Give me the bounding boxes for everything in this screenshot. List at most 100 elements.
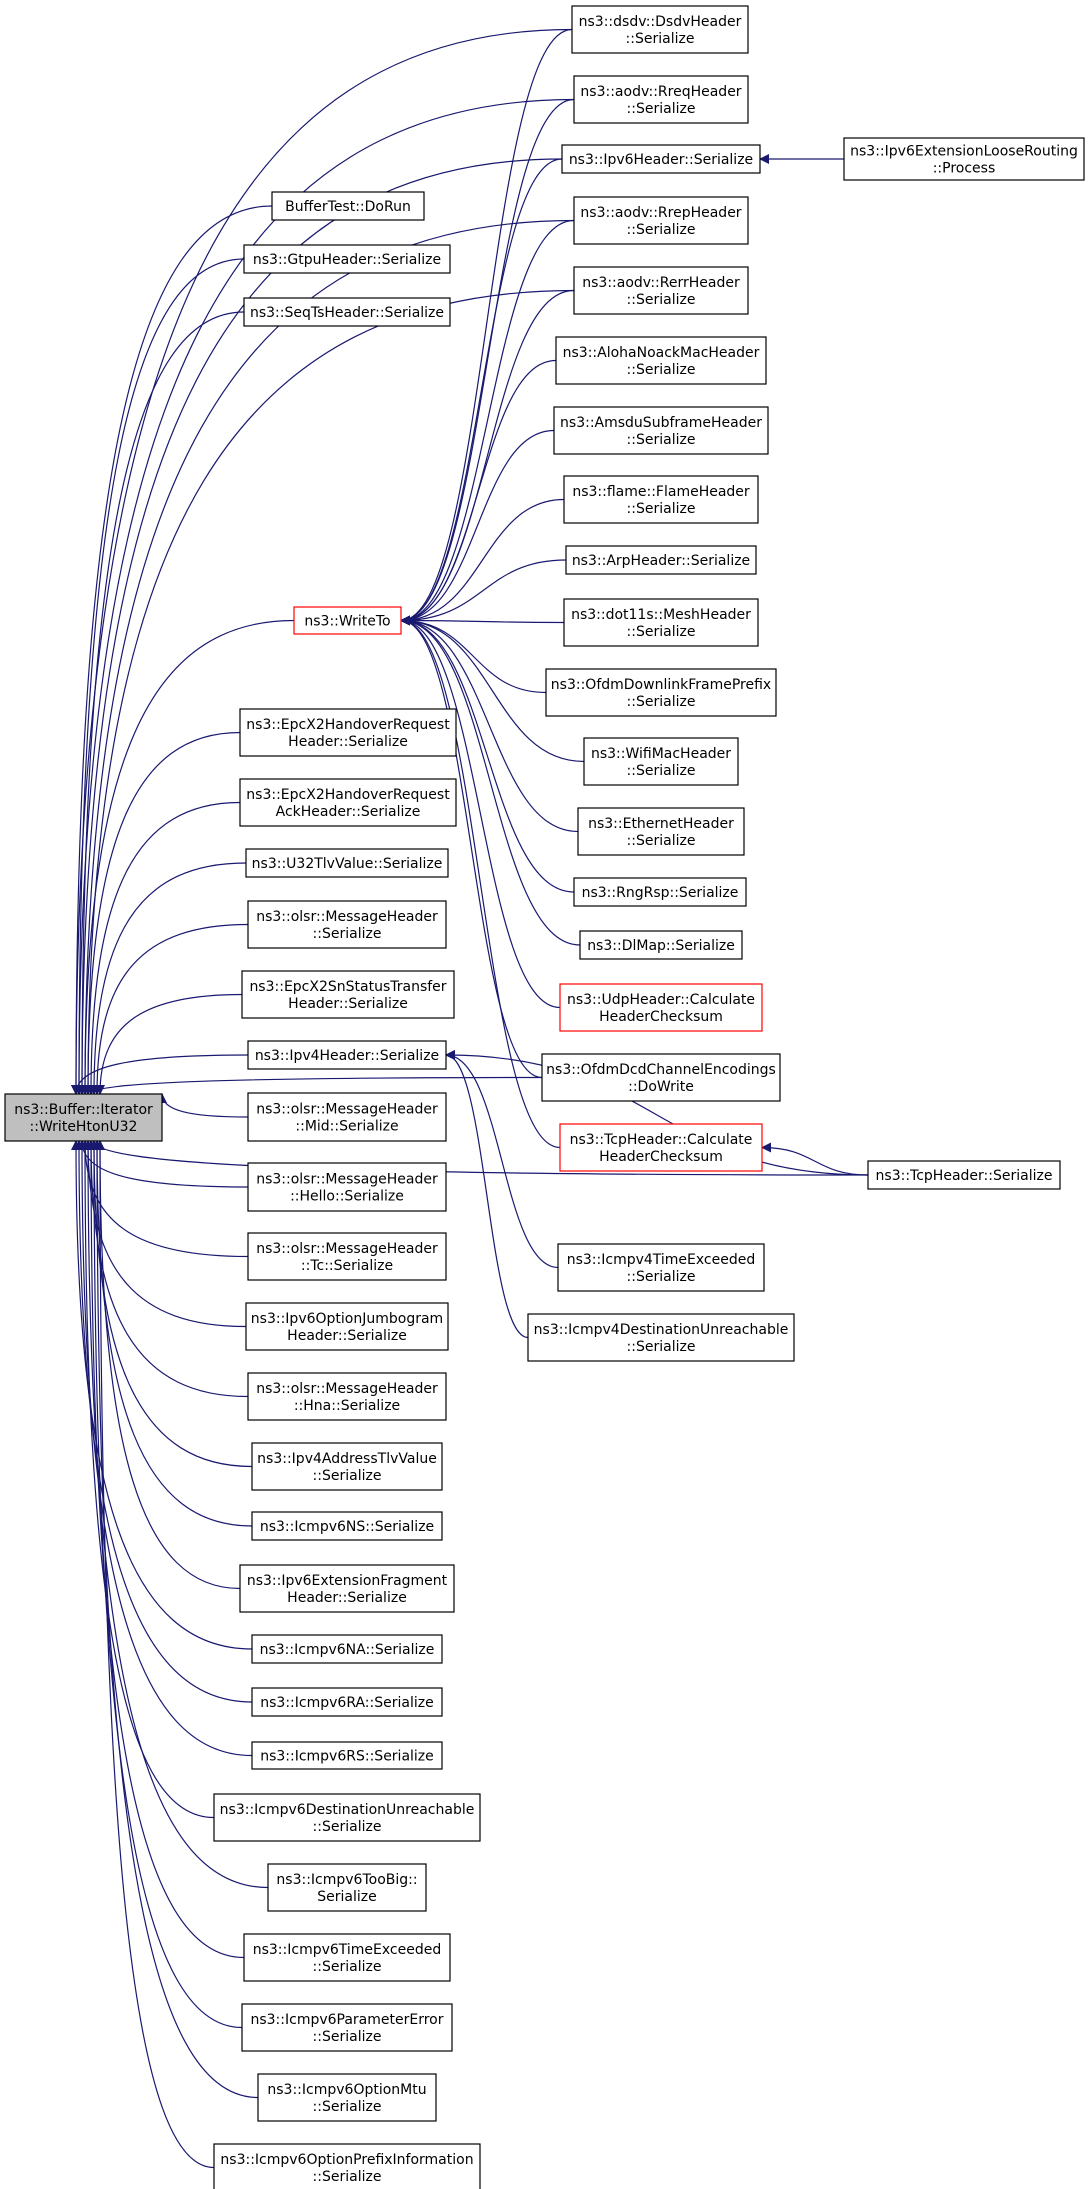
node-icmpns[interactable]: ns3::Icmpv6NS::Serialize: [251, 1511, 443, 1541]
node-aodvrrep[interactable]: ns3::aodv::RrepHeader::Serialize: [573, 196, 749, 245]
edge-olsrhello-to-root: [77, 1140, 249, 1188]
node-icmp4dest[interactable]: ns3::Icmpv4DestinationUnreachable::Seria…: [527, 1313, 795, 1362]
node-label: ns3::U32TlvValue::Serialize: [252, 856, 443, 872]
node-box: [555, 336, 767, 385]
node-label: ns3::UdpHeader::Calculate: [567, 992, 755, 1008]
node-box: [4, 1093, 163, 1142]
node-ipv4tlv[interactable]: ns3::Ipv4AddressTlvValue::Serialize: [251, 1442, 443, 1491]
node-box: [239, 708, 457, 757]
node-box: [553, 406, 769, 455]
node-label: ns3::SeqTsHeader::Serialize: [250, 305, 444, 321]
node-x2hoack[interactable]: ns3::EpcX2HandoverRequestAckHeader::Seri…: [239, 778, 457, 827]
edges-layer: [71, 28, 869, 2169]
node-olsrhna[interactable]: ns3::olsr::MessageHeader::Hna::Serialize: [247, 1372, 447, 1421]
node-label: ns3::olsr::MessageHeader: [256, 1241, 438, 1257]
node-rngrsp[interactable]: ns3::RngRsp::Serialize: [573, 877, 747, 907]
node-wifimac[interactable]: ns3::WifiMacHeader::Serialize: [583, 737, 739, 786]
node-box: [245, 1302, 449, 1351]
edge-dlmap-to-writeto: [400, 615, 581, 946]
node-u32tlv[interactable]: ns3::U32TlvValue::Serialize: [245, 848, 449, 878]
node-olsrmid[interactable]: ns3::olsr::MessageHeader::Mid::Serialize: [247, 1092, 447, 1142]
node-label: ns3::Icmpv6RA::Serialize: [260, 1695, 433, 1711]
node-icmp6prefix[interactable]: ns3::Icmpv6OptionPrefixInformation::Seri…: [213, 2143, 481, 2189]
node-gtpu[interactable]: ns3::GtpuHeader::Serialize: [243, 244, 451, 274]
node-root[interactable]: ns3::Buffer::Iterator::WriteHtonU32: [4, 1093, 163, 1142]
node-label: ::Serialize: [313, 926, 382, 942]
node-icmp6param[interactable]: ns3::Icmpv6ParameterError::Serialize: [241, 2003, 453, 2052]
node-jumbo[interactable]: ns3::Ipv6OptionJumbogramHeader::Serializ…: [245, 1302, 449, 1351]
node-label: ::Serialize: [627, 694, 696, 710]
node-label: ns3::GtpuHeader::Serialize: [253, 252, 441, 268]
edge-aodvrrep-to-root: [80, 219, 575, 1095]
node-icmprs[interactable]: ns3::Icmpv6RS::Serialize: [251, 1741, 443, 1770]
node-arp[interactable]: ns3::ArpHeader::Serialize: [565, 545, 757, 575]
node-label: HeaderChecksum: [599, 1149, 723, 1165]
node-x2sn[interactable]: ns3::EpcX2SnStatusTransferHeader::Serial…: [241, 970, 455, 1019]
node-label: ::Serialize: [313, 1819, 382, 1835]
node-label: ::Serialize: [313, 1959, 382, 1975]
node-icmp4time[interactable]: ns3::Icmpv4TimeExceeded::Serialize: [557, 1243, 765, 1292]
edge-wifimac-to-writeto: [400, 615, 585, 763]
node-label: ::Serialize: [627, 362, 696, 378]
node-olsrtc[interactable]: ns3::olsr::MessageHeader::Tc::Serialize: [247, 1232, 447, 1281]
edge-flame-to-writeto: [400, 498, 565, 626]
node-x2ho[interactable]: ns3::EpcX2HandoverRequestHeader::Seriali…: [239, 708, 457, 757]
node-label: ns3::Icmpv4DestinationUnreachable: [534, 1322, 789, 1338]
node-box: [243, 244, 451, 274]
edge-aodvrrep-to-writeto: [400, 219, 575, 626]
node-olsrmsg[interactable]: ns3::olsr::MessageHeader::Serialize: [247, 900, 447, 949]
node-ethernet[interactable]: ns3::EthernetHeader::Serialize: [577, 807, 745, 856]
node-label: ::Mid::Serialize: [295, 1119, 398, 1135]
edge-olsrhna-to-root: [86, 1140, 249, 1398]
node-label: ::Process: [933, 161, 996, 177]
node-label: ns3::dsdv::DsdvHeader: [579, 14, 742, 30]
edge-icmprs-to-root: [77, 1140, 253, 1757]
node-box: [571, 5, 749, 54]
node-icmpna[interactable]: ns3::Icmpv6NA::Serialize: [251, 1634, 443, 1664]
node-box: [563, 598, 759, 647]
node-label: ::Serialize: [313, 2029, 382, 2045]
node-seqts[interactable]: ns3::SeqTsHeader::Serialize: [243, 297, 451, 327]
node-icmpra[interactable]: ns3::Icmpv6RA::Serialize: [251, 1687, 443, 1717]
node-aloha[interactable]: ns3::AlohaNoackMacHeader::Serialize: [555, 336, 767, 385]
node-ofdmprefix[interactable]: ns3::OfdmDownlinkFramePrefix::Serialize: [545, 668, 777, 717]
node-aodvrerr[interactable]: ns3::aodv::RerrHeader::Serialize: [573, 266, 749, 315]
node-dlmap[interactable]: ns3::DlMap::Serialize: [579, 930, 743, 960]
node-icmp6dest[interactable]: ns3::Icmpv6DestinationUnreachable::Seria…: [213, 1793, 481, 1842]
node-box: [241, 2003, 453, 2052]
node-ipv6loose[interactable]: ns3::Ipv6ExtensionLooseRouting::Process: [843, 137, 1085, 181]
node-label: ns3::aodv::RerrHeader: [582, 275, 740, 291]
node-icmp6time[interactable]: ns3::Icmpv6TimeExceeded::Serialize: [243, 1933, 451, 1982]
node-flame[interactable]: ns3::flame::FlameHeader::Serialize: [563, 475, 759, 524]
node-label: ns3::Icmpv6TimeExceeded: [253, 1942, 442, 1958]
node-label: ::Serialize: [627, 432, 696, 448]
node-mesh[interactable]: ns3::dot11s::MeshHeader::Serialize: [563, 598, 759, 647]
edge-aodvrerr-to-writeto: [400, 289, 575, 626]
node-box: [583, 737, 739, 786]
node-label: ns3::EpcX2HandoverRequest: [246, 787, 450, 803]
node-label: Header::Serialize: [287, 1590, 407, 1606]
edge-icmp6time-to-root: [86, 1140, 245, 1959]
node-tcpser[interactable]: ns3::TcpHeader::Serialize: [867, 1160, 1061, 1190]
node-label: ::Serialize: [627, 101, 696, 117]
node-writeto[interactable]: ns3::WriteTo: [293, 606, 402, 635]
node-ipv4hdr[interactable]: ns3::Ipv4Header::Serialize: [247, 1040, 447, 1070]
node-icmp6big[interactable]: ns3::Icmpv6TooBig::Serialize: [267, 1863, 427, 1912]
node-dsdv[interactable]: ns3::dsdv::DsdvHeader::Serialize: [571, 5, 749, 54]
node-label: ns3::Icmpv6OptionMtu: [267, 2082, 426, 2098]
node-ipv6hdr[interactable]: ns3::Ipv6Header::Serialize: [561, 144, 761, 174]
node-icmp6mtu[interactable]: ns3::Icmpv6OptionMtu::Serialize: [257, 2073, 437, 2122]
node-olsrhello[interactable]: ns3::olsr::MessageHeader::Hello::Seriali…: [247, 1162, 447, 1212]
edge-icmp6big-to-root: [83, 1140, 269, 1889]
node-box: [563, 475, 759, 524]
node-ipv6frag[interactable]: ns3::Ipv6ExtensionFragmentHeader::Serial…: [239, 1564, 455, 1613]
node-box: [541, 1053, 781, 1102]
node-buffertest[interactable]: BufferTest::DoRun: [271, 191, 425, 221]
node-ofdmdcd[interactable]: ns3::OfdmDcdChannelEncodings::DoWrite: [541, 1053, 781, 1102]
node-amsdu[interactable]: ns3::AmsduSubframeHeader::Serialize: [553, 406, 769, 455]
node-box: [565, 545, 757, 575]
node-label: ns3::Icmpv6DestinationUnreachable: [220, 1802, 475, 1818]
node-aodvrreq[interactable]: ns3::aodv::RreqHeader::Serialize: [573, 75, 749, 124]
